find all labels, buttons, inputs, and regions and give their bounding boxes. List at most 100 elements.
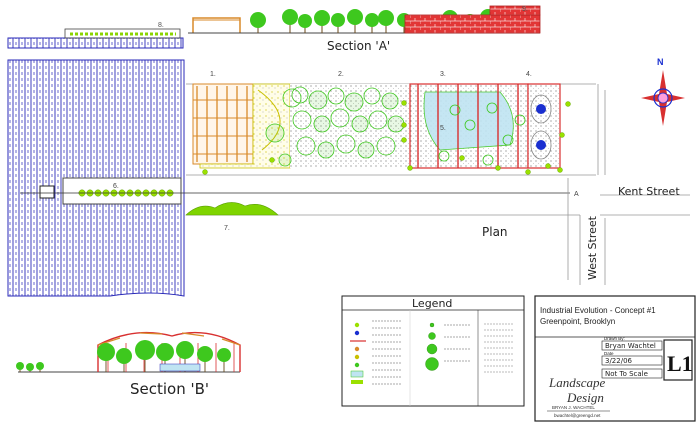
legend-swatch (354, 354, 360, 360)
sheet-number: L1 (667, 351, 693, 376)
drawn-by-value: Bryan Wachtel (605, 342, 656, 350)
accent-plant (202, 169, 208, 175)
shrub (514, 114, 526, 126)
marker-9: 9. (522, 6, 528, 13)
grove-tree (308, 90, 328, 110)
zone-1-wood-deck (192, 83, 254, 165)
section-a-label: Section 'A' (327, 39, 390, 53)
tree-canopy (282, 9, 298, 25)
shrub (464, 119, 476, 131)
west-street-label: West Street (586, 215, 599, 280)
tree-canopy (16, 362, 24, 370)
legend-swatch (354, 346, 360, 352)
shrub (438, 150, 450, 162)
legend-tree (425, 357, 439, 371)
grove-tree (265, 123, 285, 143)
grove-tree (363, 87, 381, 105)
north-arrow-icon (641, 70, 685, 126)
grove-tree (357, 141, 375, 159)
marker-2: 2. (338, 71, 344, 78)
grove-tree (291, 86, 309, 104)
grove-tree (344, 92, 364, 112)
project-location: Greenpoint, Brooklyn (540, 317, 615, 326)
grove-tree (317, 141, 335, 159)
accent-plant (401, 100, 407, 106)
grove-tree (292, 110, 312, 130)
scale-value: Not To Scale (605, 370, 648, 378)
tree-canopy (331, 13, 345, 27)
legend-panel (341, 295, 525, 407)
accent-plant (525, 169, 531, 175)
legend-tree (429, 322, 435, 328)
marker-6: 6. (113, 183, 119, 190)
marker-7: 7. (224, 225, 230, 232)
tree-canopy (298, 14, 312, 28)
tree-canopy (314, 10, 330, 26)
section-b-label: Section 'B' (130, 380, 209, 398)
accent-plant (495, 165, 501, 171)
grove-tree (278, 153, 292, 167)
legend-swatch (354, 330, 360, 336)
marker-4: 4. (526, 71, 532, 78)
accent-plant (545, 163, 551, 169)
accent-plant (269, 157, 275, 163)
tree-canopy (156, 343, 174, 361)
roof-truss (97, 332, 241, 346)
tree-canopy (97, 343, 115, 361)
warehouse-building (7, 59, 185, 297)
legend-swatch (351, 380, 363, 384)
project-name: Industrial Evolution - Concept #1 (540, 306, 656, 315)
legend-tree (426, 343, 438, 355)
legend-tree (428, 332, 436, 340)
tree-canopy (217, 348, 231, 362)
tree-canopy (135, 340, 155, 360)
tree-canopy (26, 363, 34, 371)
marker-5: 5. (440, 125, 446, 132)
grove-tree (336, 134, 356, 154)
legend-title: Legend (412, 297, 452, 310)
tree-canopy (250, 12, 266, 28)
north-label: N (657, 57, 664, 67)
accent-plant (407, 165, 413, 171)
marker-1: 1. (210, 71, 216, 78)
legend-swatch (354, 322, 360, 328)
zone-7-berm (185, 202, 279, 216)
date-value: 3/22/06 (605, 357, 633, 365)
grove-tree (296, 136, 316, 156)
tree-canopy (36, 362, 44, 370)
accent-plant (565, 101, 571, 107)
date-label: Date (604, 351, 614, 356)
firm-name: BRYAN J. WACHTEL (552, 405, 595, 410)
section-a-elevation (7, 5, 541, 49)
plan-label: Plan (482, 225, 508, 239)
section-a-mark-right: A (574, 191, 579, 198)
section-b-elevation (16, 331, 241, 373)
tree-canopy (176, 341, 194, 359)
grove-tree (381, 92, 399, 110)
drawn-by-label: Drawn By: (604, 336, 625, 341)
accent-plant (459, 155, 465, 161)
firm-line-1: Landscape (548, 375, 606, 390)
shrub (449, 104, 461, 116)
shrub (486, 102, 498, 114)
grove-tree (327, 87, 345, 105)
title-block (534, 295, 696, 422)
accent-plant (557, 167, 563, 173)
grove-tree (330, 108, 350, 128)
grove-tree (368, 110, 388, 130)
firm-line-2: Design (566, 390, 604, 405)
kent-street-label: Kent Street (618, 185, 680, 198)
tree-canopy (365, 13, 379, 27)
zone-4-plaza (527, 83, 561, 169)
accent-plant (559, 132, 565, 138)
shrub (502, 134, 514, 146)
marker-8: 8. (158, 22, 164, 29)
tree-canopy (116, 348, 132, 364)
shrub (482, 154, 494, 166)
grove-tree (376, 136, 396, 156)
tree-canopy (197, 346, 213, 362)
accent-plant (401, 122, 407, 128)
legend-swatch (354, 362, 360, 368)
legend-swatch (350, 370, 364, 378)
